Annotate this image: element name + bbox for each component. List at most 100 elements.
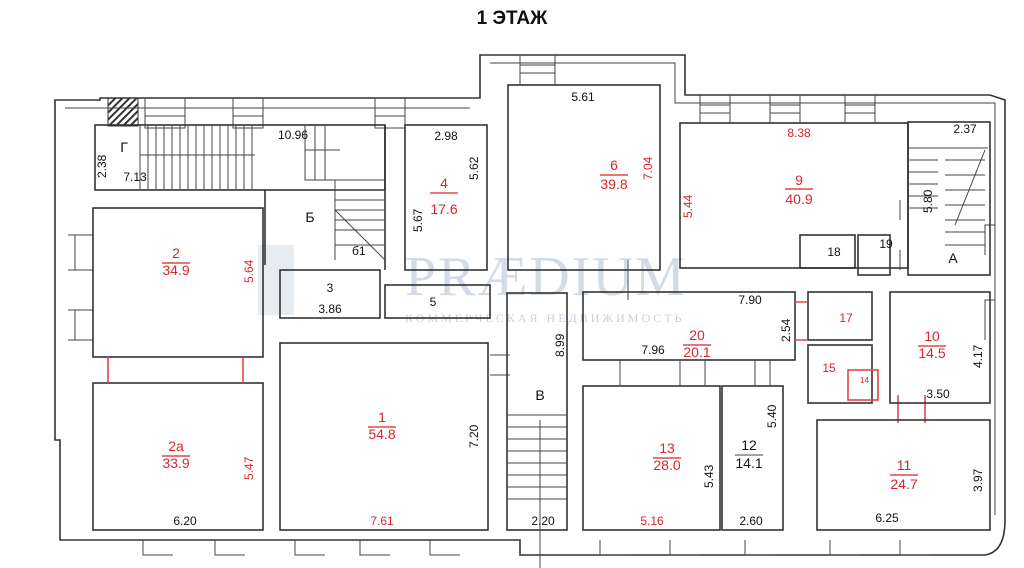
room-3-number: 3 xyxy=(327,281,334,295)
room-13 xyxy=(582,385,721,531)
room-6-height: 7.04 xyxy=(641,156,655,180)
room-2-height: 5.64 xyxy=(242,259,256,283)
floor-title: 1 ЭТАЖ xyxy=(476,8,548,29)
room-14-number: 14 xyxy=(860,376,869,385)
room-11-width: 6.25 xyxy=(875,511,899,525)
room-20-area: 20.1 xyxy=(683,344,710,360)
room-15-number: 15 xyxy=(822,361,836,375)
room-4-width: 2.98 xyxy=(434,129,458,143)
room-1-width: 7.61 xyxy=(370,514,394,528)
room-13-height: 5.43 xyxy=(702,464,716,488)
room-18-number: 18 xyxy=(827,245,841,259)
door-openings xyxy=(490,200,901,386)
room-12-area: 14.1 xyxy=(735,455,762,471)
room-3 xyxy=(279,269,381,319)
room-17-number: 17 xyxy=(839,311,853,325)
door-markers-east xyxy=(795,301,926,423)
room-1-height: 7.20 xyxy=(467,424,481,448)
room-9-area: 40.9 xyxy=(785,191,812,207)
room-10-width: 3.50 xyxy=(926,387,950,401)
stair-b-treads xyxy=(304,125,386,261)
stair-b-walls xyxy=(264,125,386,270)
area-fraction-lines xyxy=(162,174,946,476)
stair-a-treads xyxy=(908,147,988,246)
room-13-number: 13 xyxy=(659,440,675,456)
room-19-number: 19 xyxy=(879,237,893,251)
stair-g-label: Г xyxy=(120,139,128,155)
stair-g-height: 2.38 xyxy=(95,154,109,178)
stair-a-height: 5.80 xyxy=(921,189,935,213)
room-5 xyxy=(384,284,491,319)
watermark-tagline: КОММЕРЧЕСКАЯ НЕДВИЖИМОСТЬ xyxy=(405,311,685,325)
stair-b-label: Б xyxy=(305,209,314,225)
room-1-number: 1 xyxy=(378,409,386,425)
room-2-area: 34.9 xyxy=(162,262,189,278)
room-17 xyxy=(807,291,873,341)
room-11-number: 11 xyxy=(897,457,912,473)
stair-a xyxy=(907,121,991,276)
room-5-number: 5 xyxy=(430,295,437,309)
room-20-width-top: 7.90 xyxy=(738,293,762,307)
room-10-height: 4.17 xyxy=(971,344,985,368)
room-2a-number: 2а xyxy=(168,438,184,454)
room-4-height-right: 5.62 xyxy=(467,156,481,180)
room-19 xyxy=(857,234,891,276)
room-3-width: 3.86 xyxy=(318,302,342,316)
room-20-height: 2.54 xyxy=(779,318,793,342)
stair-v-width: 2.20 xyxy=(531,514,555,528)
stair-v-label: В xyxy=(535,387,544,403)
room-12 xyxy=(721,385,784,531)
room-12-width: 2.60 xyxy=(739,514,763,528)
door-markers xyxy=(107,357,244,383)
room-15 xyxy=(807,344,873,404)
room-4-number: 4 xyxy=(440,175,448,191)
room-6 xyxy=(507,84,661,271)
room-9-width: 8.38 xyxy=(787,126,811,140)
room-10-number: 10 xyxy=(924,328,940,344)
room-2a xyxy=(92,382,264,531)
room-9-height: 5.44 xyxy=(681,194,695,218)
room-10 xyxy=(889,291,991,404)
room-10-area: 14.5 xyxy=(918,345,945,361)
room-6-width: 5.61 xyxy=(571,90,595,104)
room-9-number: 9 xyxy=(795,172,803,188)
room-4 xyxy=(404,124,488,271)
room-11-area: 24.7 xyxy=(890,476,917,492)
stair-a-label: А xyxy=(948,250,958,266)
stair-b-width: 10.96 xyxy=(278,128,308,142)
room-2 xyxy=(92,207,264,358)
room-18 xyxy=(799,234,856,269)
room-1-area: 54.8 xyxy=(368,426,395,442)
room-2a-width: 6.20 xyxy=(173,514,197,528)
windows xyxy=(68,55,995,556)
stair-v xyxy=(506,292,568,531)
room-13-width: 5.16 xyxy=(640,514,664,528)
room-2-number: 2 xyxy=(172,245,180,261)
stair-a-width: 2.37 xyxy=(953,122,977,136)
room-14 xyxy=(847,369,879,401)
stair-g-treads xyxy=(139,125,255,190)
hatched-column xyxy=(107,97,139,127)
stair-b-sub-label: б1 xyxy=(352,244,366,258)
room-labels: 2 34.9 5.64 2а 33.9 5.47 6.20 1 54.8 7.6… xyxy=(95,90,985,528)
room-12-height: 5.40 xyxy=(765,404,779,428)
room-20-number: 20 xyxy=(689,327,705,343)
room-11-height: 3.97 xyxy=(971,468,985,492)
room-4-area: 17.6 xyxy=(430,201,457,217)
watermark-brand: PRÆDIUM xyxy=(405,246,687,308)
room-13-area: 28.0 xyxy=(653,457,680,473)
room-20 xyxy=(582,291,796,361)
room-2a-height: 5.47 xyxy=(242,456,256,480)
watermark: PRÆDIUM КОММЕРЧЕСКАЯ НЕДВИЖИМОСТЬ xyxy=(258,245,687,325)
room-2a-area: 33.9 xyxy=(162,455,189,471)
room-6-number: 6 xyxy=(610,157,618,173)
room-1 xyxy=(279,342,489,531)
room-12-number: 12 xyxy=(741,437,757,453)
stair-v-height: 8.99 xyxy=(553,333,567,357)
room-6-area: 39.8 xyxy=(600,176,627,192)
watermark-logo-mark xyxy=(258,245,294,315)
room-4-height-left: 5.67 xyxy=(411,208,425,232)
outer-wall xyxy=(54,54,1006,556)
room-11 xyxy=(816,419,991,531)
